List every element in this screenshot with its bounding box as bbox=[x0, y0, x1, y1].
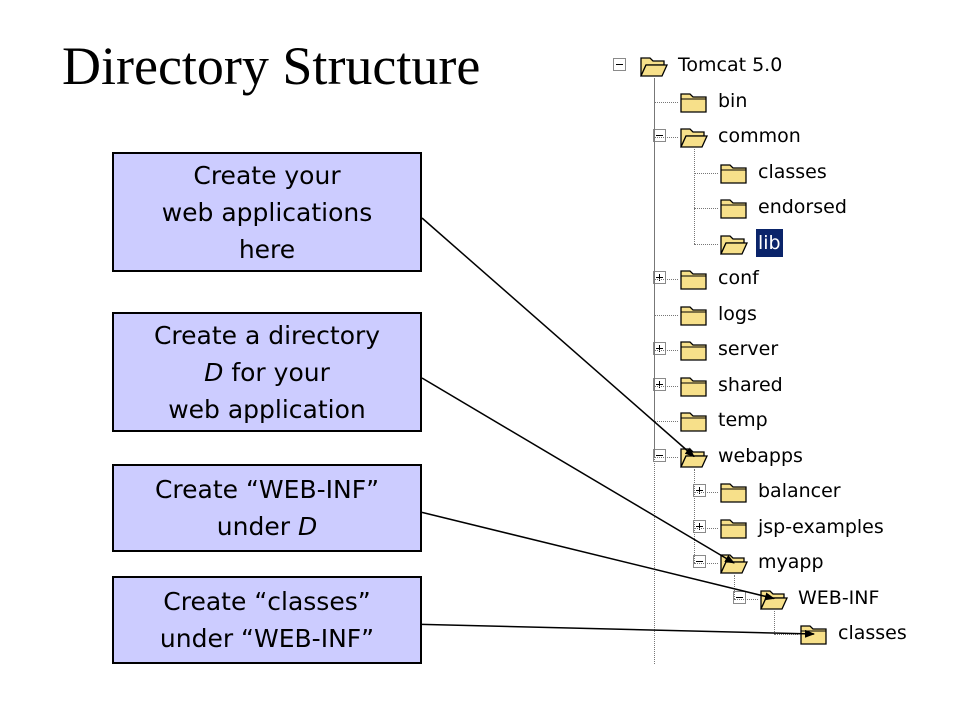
tree-connector bbox=[654, 137, 678, 138]
folder-icon bbox=[720, 196, 748, 220]
tree-connector bbox=[694, 563, 718, 564]
tree-node-conf[interactable]: conf bbox=[653, 261, 960, 296]
tree-connector bbox=[654, 421, 678, 422]
callout-emphasis-d: D bbox=[204, 357, 224, 387]
tree-node-bin[interactable]: bin bbox=[680, 84, 960, 119]
folder-icon bbox=[680, 374, 708, 398]
tree-connector bbox=[654, 350, 678, 351]
callout-create-webapps-here: Create your web applications here bbox=[112, 152, 422, 272]
folder-icon bbox=[640, 54, 668, 78]
tree-connector bbox=[694, 243, 718, 245]
callout-line: Create “classes” bbox=[163, 587, 371, 616]
folder-icon bbox=[720, 232, 748, 256]
tree-node-classes[interactable]: classes bbox=[720, 155, 960, 190]
tree-connector bbox=[654, 385, 678, 387]
tree-node-common[interactable]: common bbox=[653, 119, 960, 154]
folder-icon bbox=[800, 622, 828, 646]
folder-icon bbox=[720, 516, 748, 540]
tree-node-lib[interactable]: lib bbox=[720, 226, 960, 261]
folder-icon bbox=[680, 90, 708, 114]
tree-connector bbox=[654, 101, 678, 103]
folder-icon bbox=[720, 161, 748, 185]
tree-connector bbox=[694, 468, 695, 563]
tree-connector bbox=[774, 610, 775, 634]
tree-node-label: endorsed bbox=[758, 196, 847, 218]
callout-line: Create a directory bbox=[154, 317, 380, 354]
tree-node-jsp-examples[interactable]: jsp-examples bbox=[693, 510, 960, 545]
folder-icon bbox=[680, 338, 708, 362]
callout-line: web applications bbox=[161, 197, 373, 227]
tree-connector bbox=[734, 598, 758, 600]
collapse-toggle[interactable] bbox=[653, 129, 666, 142]
folder-icon bbox=[760, 587, 788, 611]
tree-connector bbox=[774, 634, 798, 635]
tree-node-label: common bbox=[718, 125, 801, 147]
callout-create-directory-d: Create a directory D for your web applic… bbox=[112, 312, 422, 432]
tree-connector bbox=[694, 492, 718, 493]
tree-node-tomcat-5-0[interactable]: Tomcat 5.0 bbox=[613, 48, 940, 83]
callout-text: under bbox=[216, 512, 298, 541]
tree-node-label: myapp bbox=[758, 551, 824, 573]
tree-connector bbox=[694, 208, 718, 209]
tree-node-logs[interactable]: logs bbox=[680, 297, 960, 332]
callout-create-web-inf: Create “WEB-INF” under D bbox=[112, 464, 422, 552]
tree-connector bbox=[694, 527, 718, 529]
tree-node-label: classes bbox=[758, 160, 827, 183]
folder-icon bbox=[680, 303, 708, 327]
folder-icon bbox=[680, 267, 708, 291]
collapse-toggle[interactable] bbox=[613, 58, 626, 71]
callout-text: web application bbox=[168, 394, 366, 424]
tree-node-label: conf bbox=[718, 267, 759, 289]
tree-node-myapp[interactable]: myapp bbox=[693, 545, 960, 580]
callout-line: Create your bbox=[193, 160, 341, 190]
tree-node-label: jsp-examples bbox=[758, 515, 884, 538]
directory-tree: Tomcat 5.0 bin common classes endorsed lib con… bbox=[590, 40, 960, 664]
tree-node-label: server bbox=[718, 338, 779, 360]
callout-line: web application bbox=[168, 391, 366, 428]
tree-node-label: logs bbox=[718, 302, 757, 325]
callout-line: under “WEB-INF” bbox=[159, 624, 375, 653]
callout-emphasis-d: D bbox=[297, 512, 318, 541]
folder-icon bbox=[680, 445, 708, 469]
tree-node-label: bin bbox=[718, 89, 748, 112]
folder-icon bbox=[720, 551, 748, 575]
tree-node-label: temp bbox=[718, 409, 768, 431]
callout-line: D for your bbox=[204, 354, 330, 391]
tree-connector bbox=[654, 456, 678, 458]
tree-node-label: shared bbox=[718, 373, 783, 396]
tree-connector bbox=[654, 279, 678, 280]
slide-title: Directory Structure bbox=[62, 36, 481, 96]
tree-node-web-inf[interactable]: WEB-INF bbox=[733, 581, 960, 616]
callout-create-classes: Create “classes” under “WEB-INF” bbox=[112, 576, 422, 664]
callout-line: here bbox=[238, 234, 296, 264]
tree-node-label: lib bbox=[756, 228, 783, 257]
tree-connector bbox=[654, 314, 678, 316]
tree-node-label: balancer bbox=[758, 480, 841, 502]
tree-node-server[interactable]: server bbox=[653, 332, 960, 367]
callout-text: Create a directory bbox=[153, 320, 381, 350]
callout-text: for your bbox=[223, 357, 330, 387]
tree-node-webapps[interactable]: webapps bbox=[653, 439, 960, 474]
tree-connector bbox=[734, 575, 735, 599]
folder-icon bbox=[680, 125, 708, 149]
tree-connector bbox=[694, 172, 718, 174]
tree-node-label: webapps bbox=[718, 444, 803, 467]
tree-node-shared[interactable]: shared bbox=[653, 368, 960, 403]
folder-icon bbox=[720, 480, 748, 504]
tree-node-balancer[interactable]: balancer bbox=[693, 474, 960, 509]
tree-connector bbox=[654, 78, 655, 664]
callout-line: Create “WEB-INF” bbox=[154, 475, 380, 504]
tree-node-label: Tomcat 5.0 bbox=[678, 54, 783, 76]
tree-node-classes[interactable]: classes bbox=[800, 616, 960, 651]
callout-line: under D bbox=[217, 508, 317, 545]
tree-node-label: classes bbox=[838, 622, 907, 644]
tree-connector bbox=[694, 149, 695, 244]
tree-node-endorsed[interactable]: endorsed bbox=[720, 190, 960, 225]
tree-node-label: WEB-INF bbox=[798, 586, 880, 609]
folder-icon bbox=[680, 409, 708, 433]
tree-node-temp[interactable]: temp bbox=[680, 403, 960, 438]
